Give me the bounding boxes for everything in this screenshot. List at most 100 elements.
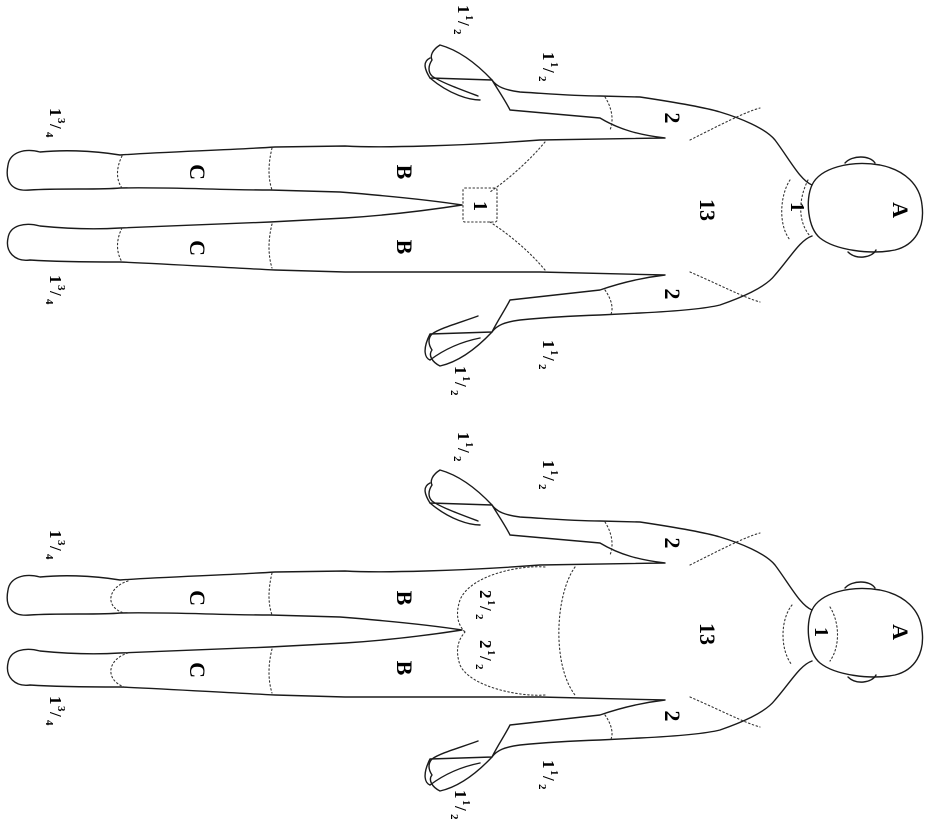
label-thigh-left: B	[392, 591, 417, 606]
elbow-boundary	[605, 522, 612, 555]
svg-text:1: 1	[46, 275, 65, 284]
elbow-boundary	[605, 97, 612, 130]
neck-boundary	[783, 605, 792, 665]
label-foot-left: 1 3 / 4	[43, 530, 67, 560]
svg-text:/: /	[454, 20, 473, 26]
svg-text:1: 1	[539, 460, 558, 469]
svg-text:1: 1	[539, 760, 558, 769]
figure-top	[7, 45, 922, 366]
label-forearm-right: 1 1 / 2	[536, 340, 560, 370]
label-hand-right: 1 1 / 2	[448, 366, 472, 396]
ankle-boundary	[111, 581, 128, 613]
svg-text:1: 1	[451, 366, 470, 375]
svg-text:2: 2	[451, 456, 463, 462]
label-forearm-right: 1 1 / 2	[536, 760, 560, 790]
svg-text:1: 1	[460, 800, 472, 806]
svg-text:2: 2	[476, 590, 495, 599]
svg-text:1: 1	[548, 62, 560, 68]
svg-text:/: /	[454, 447, 473, 453]
svg-text:/: /	[539, 355, 558, 361]
buttock-boundary	[458, 567, 545, 632]
svg-text:/: /	[46, 711, 65, 717]
svg-text:1: 1	[548, 770, 560, 776]
svg-text:/: /	[539, 775, 558, 781]
svg-text:1: 1	[548, 470, 560, 476]
svg-text:/: /	[46, 545, 65, 551]
shoulder-boundary	[690, 533, 760, 565]
label-forearm-left: 1 1 / 2	[536, 460, 560, 490]
labels-bottom: A 1 13 2 2 B B C C 2 1 / 2 2 1 / 2 1 1 /…	[43, 432, 913, 820]
knee-boundary	[269, 148, 272, 190]
label-buttock-left: 2 1 / 2	[473, 590, 497, 620]
svg-text:2: 2	[536, 784, 548, 790]
label-head: A	[888, 202, 913, 218]
label-head: A	[888, 624, 913, 640]
svg-text:2: 2	[448, 390, 460, 396]
hand-outline	[429, 741, 492, 791]
knee-boundary	[269, 224, 272, 268]
label-thigh-right: B	[392, 240, 417, 255]
label-neck: 1	[810, 627, 832, 637]
svg-text:1: 1	[548, 350, 560, 356]
ankle-boundary	[111, 653, 128, 687]
label-upper-arm-right: 2	[660, 711, 685, 722]
svg-text:/: /	[476, 655, 495, 661]
knee-boundary	[269, 649, 272, 693]
svg-text:/: /	[46, 290, 65, 296]
hand-outline	[429, 470, 492, 521]
svg-text:1: 1	[46, 696, 65, 705]
hand-outline	[429, 316, 492, 366]
svg-text:2: 2	[536, 484, 548, 490]
svg-text:4: 4	[43, 132, 55, 138]
label-trunk: 13	[695, 199, 720, 221]
groin-boundary	[490, 142, 545, 192]
label-leg-right: C	[185, 240, 210, 256]
ear-outline	[845, 157, 875, 163]
svg-text:/: /	[539, 475, 558, 481]
ear-outline	[845, 582, 875, 588]
elbow-boundary	[605, 715, 612, 741]
label-upper-arm-left: 2	[660, 113, 685, 124]
label-genital: 1	[469, 201, 491, 211]
label-leg-left: C	[185, 164, 210, 180]
svg-text:/: /	[476, 605, 495, 611]
body-outline	[7, 58, 812, 360]
svg-text:2: 2	[451, 29, 463, 35]
label-hand-left: 1 1 / 2	[451, 5, 475, 35]
elbow-boundary	[605, 290, 612, 316]
svg-text:1: 1	[485, 650, 497, 656]
ankle-boundary	[118, 228, 123, 262]
svg-text:1: 1	[460, 376, 472, 382]
svg-text:1: 1	[451, 790, 470, 799]
shoulder-boundary	[690, 108, 760, 140]
svg-text:2: 2	[473, 664, 485, 670]
svg-text:1: 1	[463, 442, 475, 448]
label-foot-left: 1 3 / 4	[43, 108, 67, 138]
hand-outline	[429, 45, 492, 96]
svg-text:/: /	[539, 67, 558, 73]
label-hand-left: 1 1 / 2	[451, 432, 475, 462]
label-trunk: 13	[695, 623, 720, 645]
svg-text:1: 1	[46, 530, 65, 539]
svg-text:/: /	[46, 123, 65, 129]
svg-text:2: 2	[476, 640, 495, 649]
label-hand-right: 1 1 / 2	[448, 790, 472, 820]
label-leg-right: C	[185, 662, 210, 678]
svg-text:/: /	[451, 805, 470, 811]
svg-text:1: 1	[539, 340, 558, 349]
waist-boundary	[559, 567, 575, 695]
shoulder-boundary	[690, 272, 760, 302]
svg-text:1: 1	[463, 15, 475, 21]
buttock-boundary	[458, 632, 545, 695]
label-upper-arm-right: 2	[660, 289, 685, 300]
body-outline	[7, 483, 812, 785]
label-buttock-right: 2 1 / 2	[473, 640, 497, 670]
svg-text:1: 1	[539, 52, 558, 61]
figure-bottom	[7, 470, 922, 791]
ankle-boundary	[118, 156, 123, 188]
shoulder-boundary	[690, 697, 760, 727]
svg-text:2: 2	[473, 614, 485, 620]
label-thigh-right: B	[392, 661, 417, 676]
